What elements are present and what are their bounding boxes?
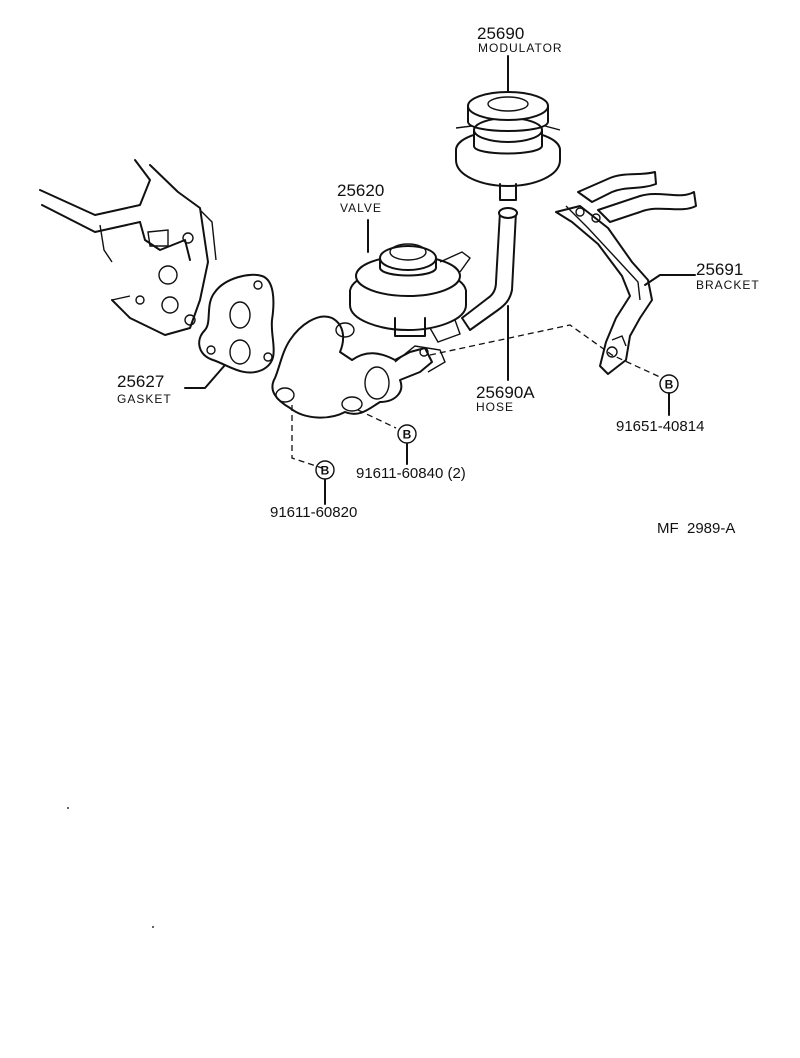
- flange-bolt-dash: [291, 405, 323, 469]
- valve-body-drawing: [271, 315, 461, 419]
- flange-bolt-part-number: 91611-60820: [270, 504, 357, 521]
- flange-bolt-marker: B: [315, 460, 335, 480]
- egr-valve-drawing: [349, 243, 471, 337]
- valve-bolt-marker: B: [397, 424, 417, 444]
- bracket-part-number: 25691: [696, 260, 743, 279]
- valve-part-number: 25620: [337, 181, 384, 200]
- bracket-bolt-marker: B: [659, 374, 679, 394]
- gasket-leader: [184, 364, 226, 389]
- svg-text:B: B: [321, 464, 330, 478]
- bracket-bolt-dash: [429, 324, 663, 379]
- modulator-drawing: [455, 91, 561, 201]
- engine-block-drawing: [39, 159, 217, 336]
- svg-text:B: B: [403, 428, 412, 442]
- speck: [67, 807, 69, 809]
- hose-part-name: HOSE: [476, 400, 514, 414]
- speck: [152, 926, 154, 928]
- bracket-drawing: [555, 171, 697, 375]
- valve-bolt-part-number: 91611-60840 (2): [356, 465, 466, 482]
- bracket-leader: [644, 274, 696, 286]
- bracket-bolt-part-number: 91651-40814: [616, 418, 704, 435]
- gasket-part-number: 25627: [117, 372, 164, 391]
- valve-bolt-dash: [357, 409, 397, 429]
- hose-part-number: 25690A: [476, 383, 535, 402]
- svg-text:B: B: [665, 378, 674, 392]
- gasket-drawing: [198, 273, 275, 374]
- reference-code: MF 2989-A: [657, 520, 735, 537]
- modulator-part-name: MODULATOR: [478, 41, 563, 55]
- gasket-part-name: GASKET: [117, 392, 172, 406]
- valve-part-name: VALVE: [340, 201, 382, 215]
- bracket-part-name: BRACKET: [696, 278, 760, 292]
- hose-drawing: [461, 207, 518, 331]
- modulator-part-number: 25690: [477, 24, 524, 43]
